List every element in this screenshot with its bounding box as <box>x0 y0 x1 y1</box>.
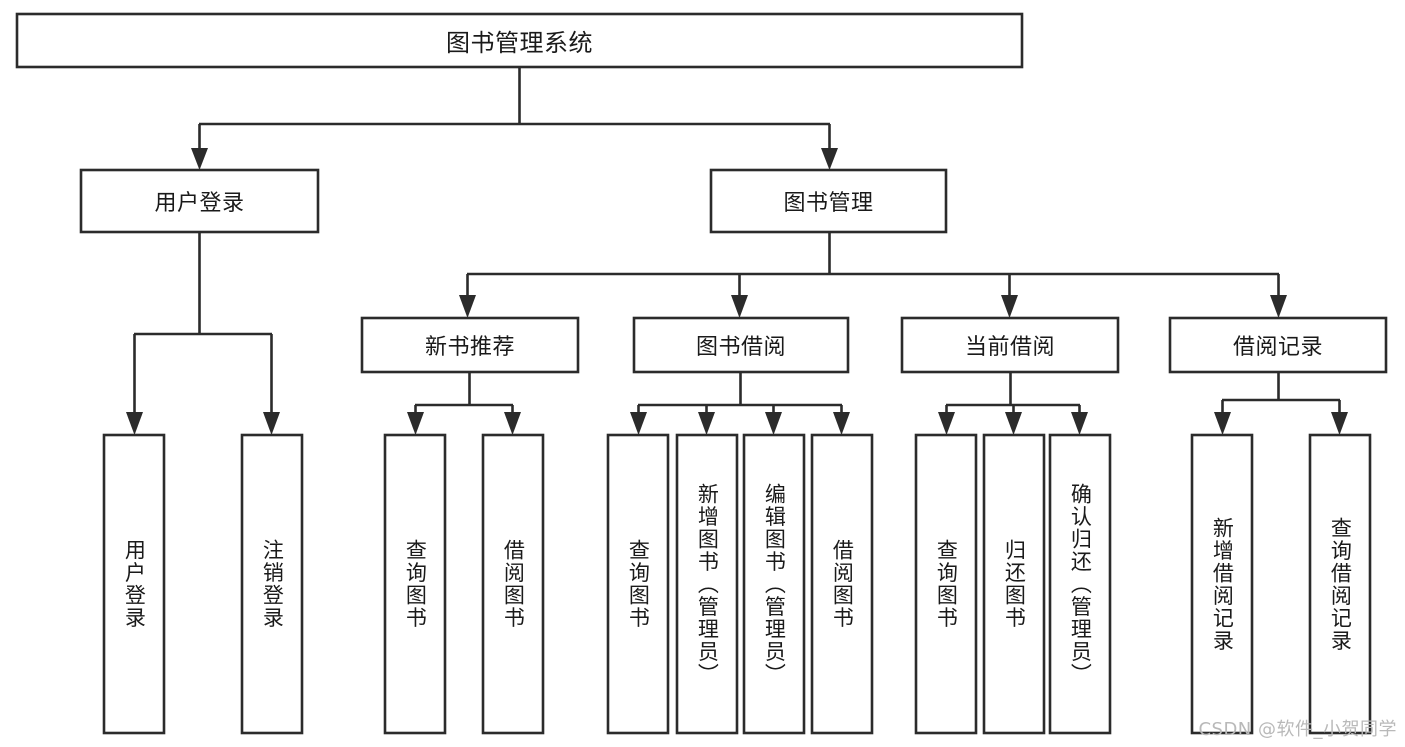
arrow-head-book-borrow-leaf-3 <box>765 412 782 435</box>
leaf-box-user-login-1[interactable] <box>102 433 166 735</box>
leaf-box-book-borrow-1[interactable] <box>606 433 670 735</box>
arrow-head-new-book-leaf-2 <box>504 412 521 435</box>
node-book-manage-box[interactable] <box>709 168 948 234</box>
leaf-box-borrow-record-1[interactable] <box>1190 433 1254 735</box>
arrow-head-to-current-borrow <box>1001 295 1018 318</box>
arrow-head-user-login-leaf-1 <box>126 412 143 435</box>
arrow-head-book-borrow-leaf-1 <box>630 412 647 435</box>
leaf-box-new-book-1[interactable] <box>383 433 447 735</box>
node-borrow-record-box[interactable] <box>1168 316 1388 374</box>
leaf-box-new-book-2[interactable] <box>481 433 545 735</box>
leaf-box-user-login-2[interactable] <box>240 433 304 735</box>
leaf-box-current-borrow-3[interactable] <box>1048 433 1112 735</box>
arrow-head-book-borrow-leaf-2 <box>698 412 715 435</box>
leaf-box-current-borrow-1[interactable] <box>914 433 978 735</box>
arrow-head-to-borrow-record <box>1270 295 1287 318</box>
leaf-box-borrow-record-2[interactable] <box>1308 433 1372 735</box>
arrow-head-current-borrow-leaf-2 <box>1005 412 1022 435</box>
leaf-box-book-borrow-2[interactable] <box>675 433 739 735</box>
arrow-head-to-new-book <box>459 295 476 318</box>
node-book-borrow-box[interactable] <box>632 316 850 374</box>
arrow-head-to-book-borrow <box>731 295 748 318</box>
arrow-head-root-to-user-login <box>191 148 208 170</box>
node-user-login-box[interactable] <box>79 168 320 234</box>
leaf-box-current-borrow-2[interactable] <box>982 433 1046 735</box>
csdn-watermark: CSDN @软件_小贺同学 <box>1198 719 1397 740</box>
arrow-head-borrow-record-leaf-2 <box>1331 412 1348 435</box>
leaf-box-book-borrow-4[interactable] <box>810 433 874 735</box>
leaf-box-book-borrow-3[interactable] <box>742 433 806 735</box>
node-root-box[interactable] <box>15 12 1024 69</box>
arrow-head-user-login-leaf-2 <box>263 412 280 435</box>
node-new-book-box[interactable] <box>360 316 580 374</box>
arrow-head-book-borrow-leaf-4 <box>833 412 850 435</box>
node-current-borrow-box[interactable] <box>900 316 1120 374</box>
arrow-head-new-book-leaf-1 <box>407 412 424 435</box>
arrow-head-root-to-book-manage <box>821 148 838 170</box>
arrow-head-borrow-record-leaf-1 <box>1214 412 1231 435</box>
arrow-head-current-borrow-leaf-3 <box>1071 412 1088 435</box>
arrow-head-current-borrow-leaf-1 <box>938 412 955 435</box>
